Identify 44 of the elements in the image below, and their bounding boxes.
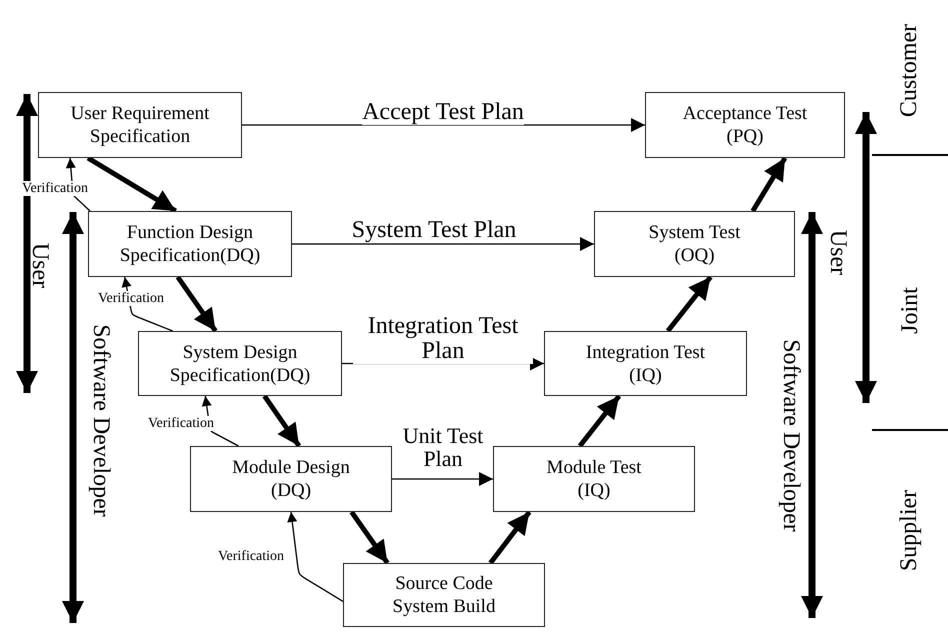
edge-label: Verification (216, 548, 286, 564)
process-box (138, 331, 342, 396)
edge-label: Verification (20, 180, 90, 196)
process-box (88, 211, 292, 277)
edge-label: System Test Plan (352, 218, 516, 243)
thick-arrow (86, 156, 178, 214)
box-label: System Test (OQ) (648, 221, 742, 267)
thick-arrow (262, 394, 302, 448)
process-box (594, 211, 795, 277)
box-label: Module Test (IQ) (546, 456, 642, 502)
box-label: Function Design Specification(DQ) (118, 221, 262, 267)
arrow (292, 237, 594, 251)
box-label: Module Design (DQ) (231, 456, 351, 502)
process-box (493, 446, 695, 512)
role-label: Customer (896, 23, 924, 117)
box-label: Acceptance Test (PQ) (682, 102, 808, 148)
process-box (343, 563, 545, 627)
thick-arrow (488, 510, 532, 565)
edge-label: Accept Test Plan (362, 100, 524, 125)
role-label: Supplier (896, 489, 924, 571)
process-box (645, 92, 845, 158)
edge-label: Verification (96, 290, 166, 306)
role-label: Software Developer (86, 324, 114, 516)
thick-arrow (350, 510, 390, 564)
process-box (38, 92, 242, 158)
thick-arrow (578, 394, 622, 448)
role-label: User (26, 242, 54, 288)
role-label: Joint (896, 286, 924, 334)
process-box (190, 446, 392, 512)
thick-arrow (750, 156, 788, 212)
process-box (544, 331, 747, 396)
thick-arrow (666, 275, 713, 333)
box-label: Source Code System Build (392, 572, 496, 618)
edge-label: Verification (146, 416, 216, 430)
role-label: Software Developer (776, 338, 804, 532)
arrow (392, 472, 493, 486)
role-label: User (824, 229, 852, 275)
thick-arrow (176, 276, 218, 332)
box-label: Integration Test (IQ) (584, 340, 706, 386)
curved-arrow (287, 512, 344, 602)
box-label: System Design Specification(DQ) (168, 340, 312, 386)
edge-label: Integration Test Plan (353, 314, 533, 364)
arrow (242, 118, 645, 132)
box-label: User Requirement Specification (70, 102, 210, 148)
